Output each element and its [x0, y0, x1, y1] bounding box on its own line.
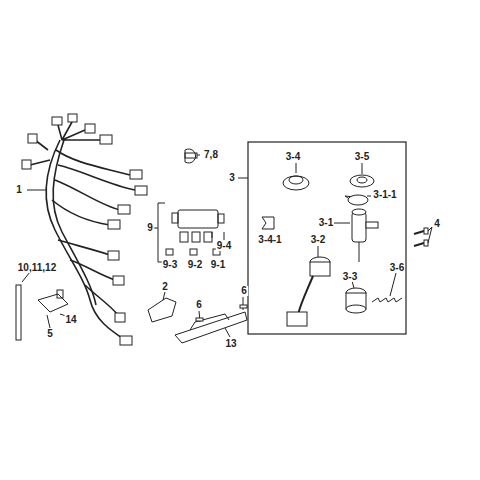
callout-number: 3-4-1	[257, 235, 282, 245]
callout-number: 3-6	[389, 263, 405, 273]
callout-number: 3-3	[342, 272, 358, 282]
callout-number: 3	[228, 173, 236, 183]
callout-number: 3-5	[354, 152, 370, 162]
callout-number: 14	[64, 315, 77, 325]
callout-number: 6	[240, 286, 248, 296]
callout-number: 10,11,12	[17, 263, 57, 273]
callout-number: 5	[46, 329, 54, 339]
callout-number: 3-1-1	[372, 190, 397, 200]
callout-number: 2	[161, 282, 169, 292]
callout-number: 3-2	[310, 235, 326, 245]
callout-number: 6	[195, 300, 203, 310]
callout-number: 4	[433, 219, 441, 229]
callout-number: 9-4	[216, 241, 232, 251]
callout-number: 9-3	[162, 260, 178, 270]
callout-number: 7,8	[203, 150, 219, 160]
callout-number: 13	[224, 339, 237, 349]
callout-number: 3-4	[285, 152, 301, 162]
callout-number: 9	[146, 223, 154, 233]
callout-number: 1	[15, 185, 23, 195]
callout-number: 9-1	[210, 260, 226, 270]
callout-number: 9-2	[187, 260, 203, 270]
callout-number: 3-1	[318, 218, 334, 228]
